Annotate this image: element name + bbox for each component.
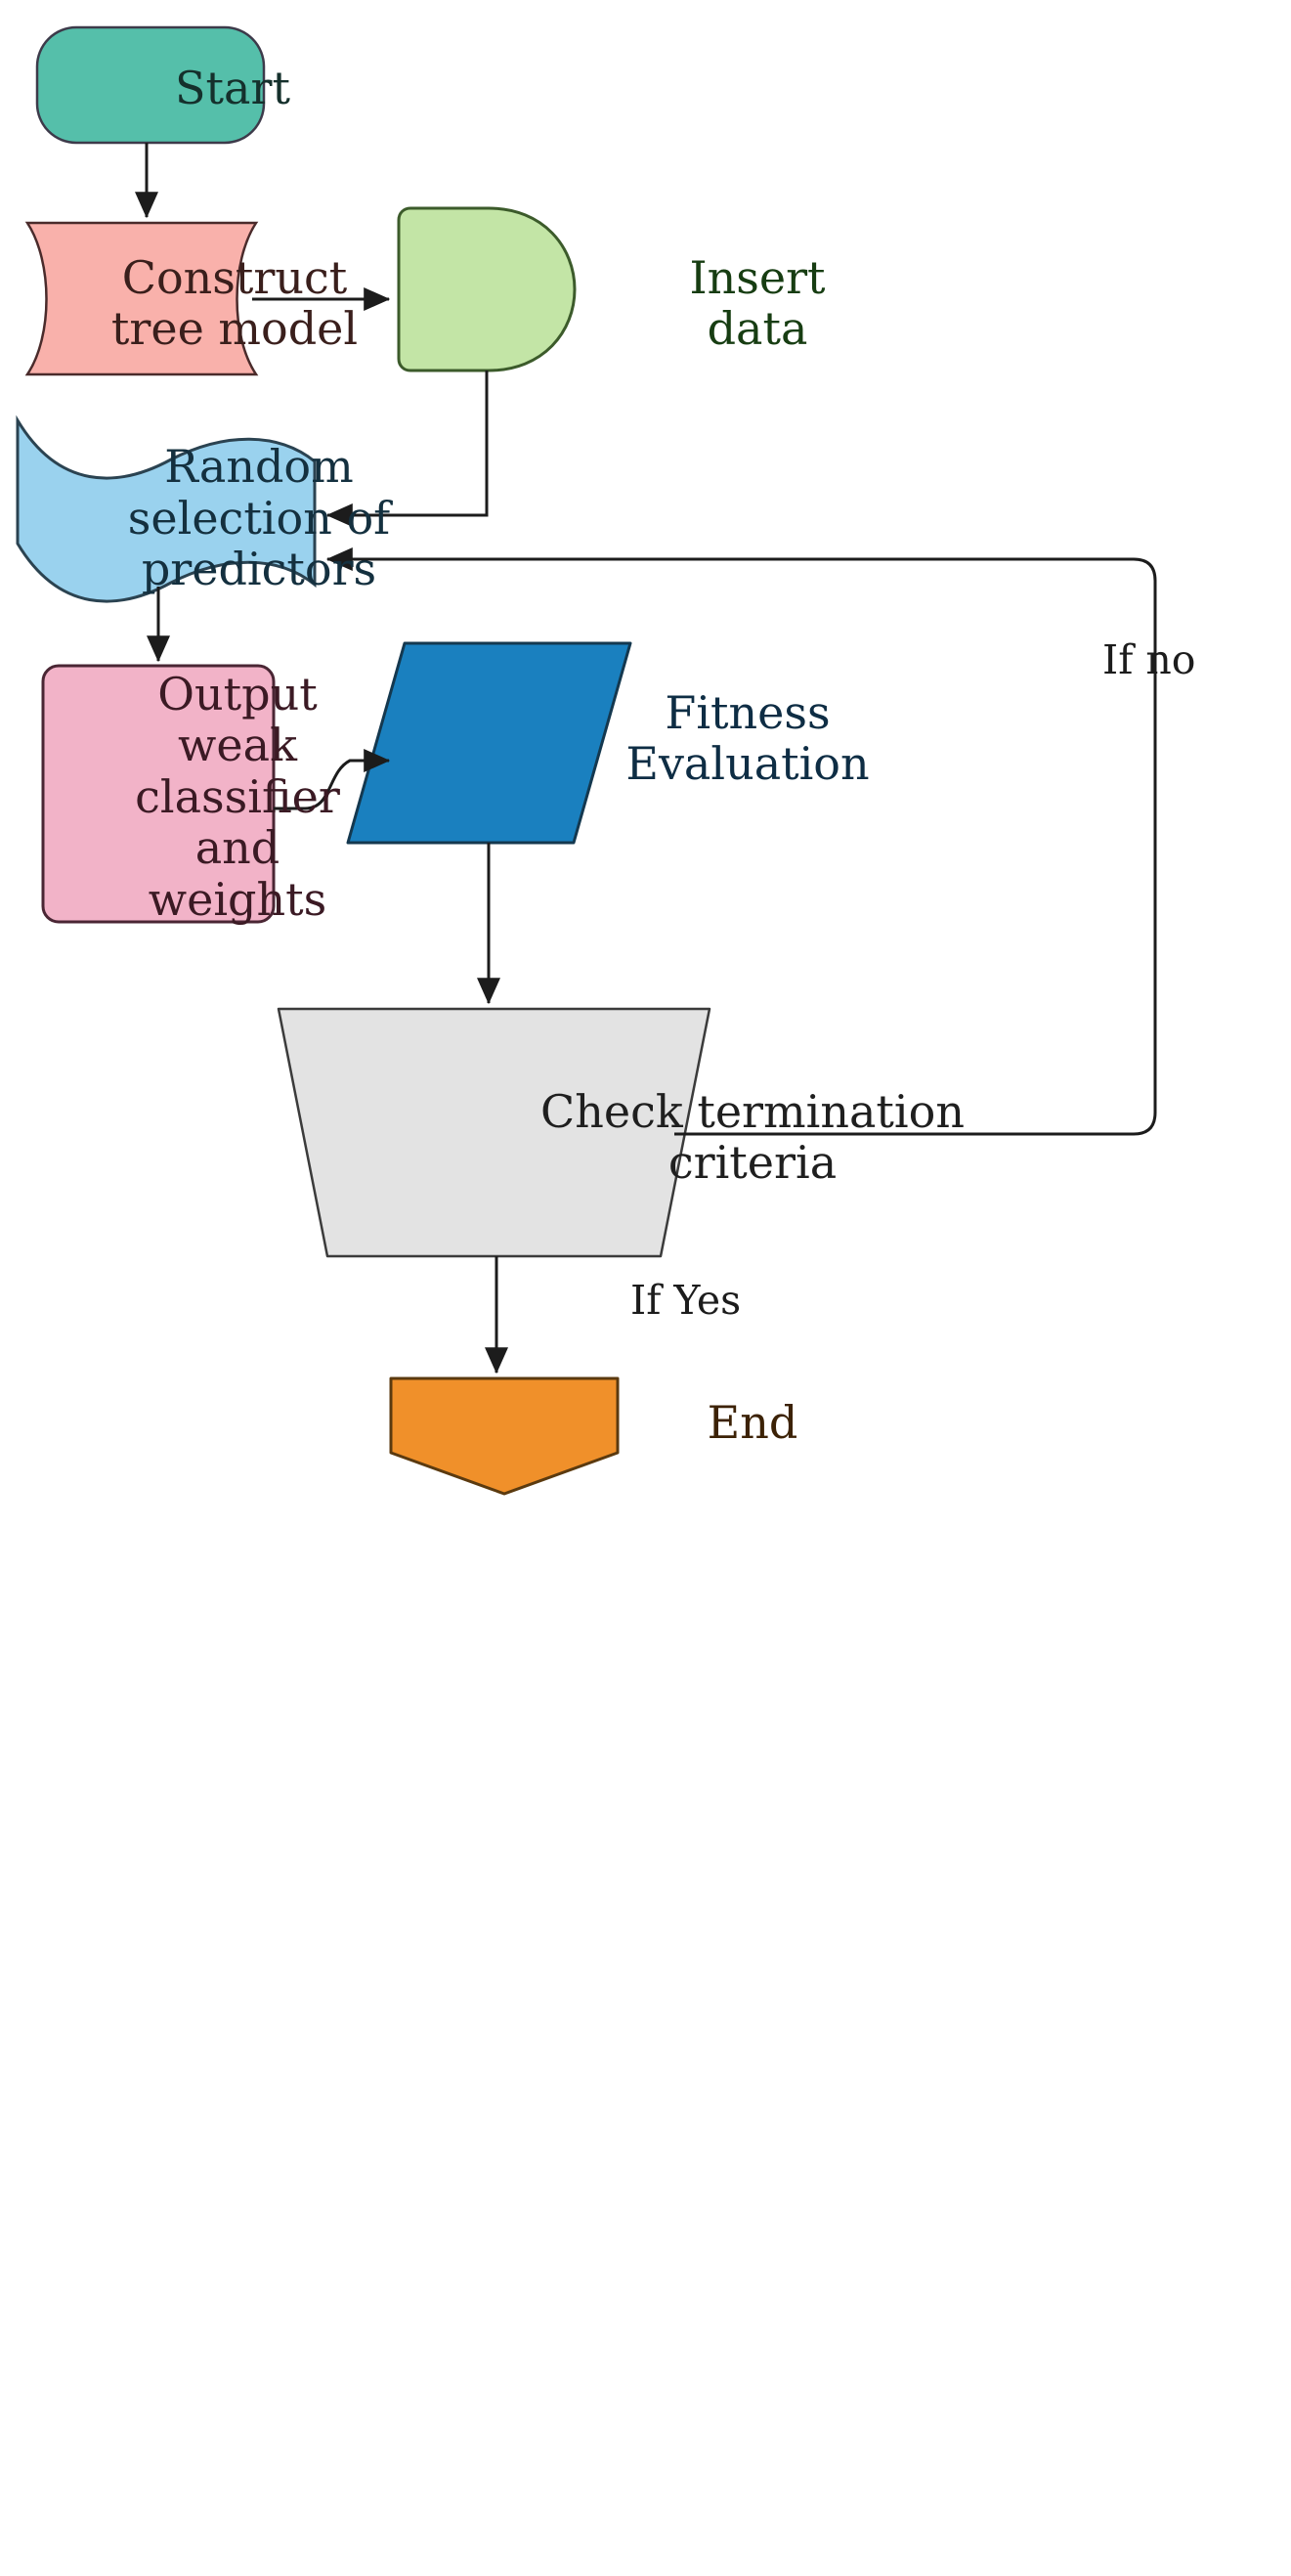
edge-label-if-no: If no [1102,636,1196,683]
node-insert-data-shape[interactable] [397,206,577,372]
node-construct-tree-model-shape[interactable] [24,221,259,376]
node-start-shape[interactable] [35,25,266,145]
node-random-selection-of-predictors-shape[interactable] [16,415,317,603]
node-output-weak-classifier-and-weights-shape[interactable] [41,664,276,924]
edge-insert-to-random [325,371,489,527]
edge-output-to-fitness [274,749,391,810]
node-fitness-evaluation-shape[interactable] [346,641,632,845]
node-end-shape[interactable] [389,1376,620,1496]
edge-check-to-random-if-no [325,547,1157,1136]
edge-label-if-yes: If Yes [630,1277,742,1324]
node-check-termination-criteria-shape[interactable] [277,1007,711,1258]
